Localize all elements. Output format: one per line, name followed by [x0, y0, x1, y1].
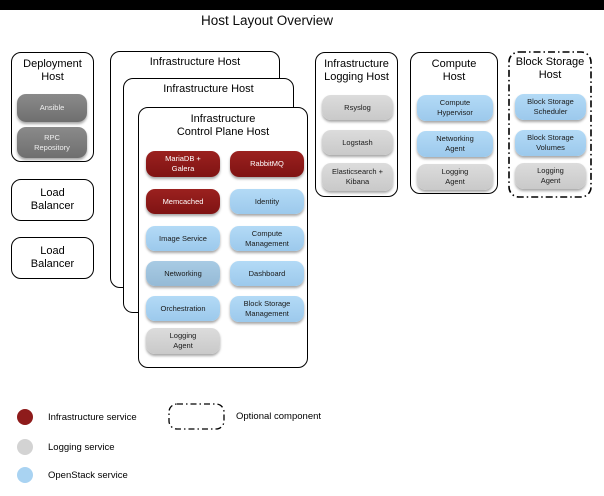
- service-rabbitmq: RabbitMQ: [230, 151, 304, 177]
- legend-label-infrastructure: Infrastructure service: [48, 412, 137, 423]
- load-balancer-title: Load Balancer: [30, 186, 75, 212]
- service-compute-management: Compute Management: [230, 226, 304, 251]
- service-dashboard: Dashboard: [230, 261, 304, 286]
- service-mariadb-galera: MariaDB + Galera: [146, 151, 220, 177]
- block-storage-host-box: Block Storage Host Block Storage Schedul…: [508, 51, 592, 198]
- legend-label-logging: Logging service: [48, 442, 115, 453]
- optional-component-swatch: [168, 403, 225, 430]
- block-storage-host-title: Block Storage Host: [515, 56, 585, 82]
- service-logging-agent-block-storage: Logging Agent: [515, 163, 586, 189]
- infrastructure-service-swatch: [17, 409, 33, 425]
- service-networking: Networking: [146, 261, 220, 286]
- service-logging-agent-control-plane: Logging Agent: [146, 328, 220, 354]
- compute-host-title: Compute Host: [431, 58, 477, 84]
- service-compute-hypervisor: Compute Hypervisor: [417, 95, 493, 121]
- load-balancer-box-2: Load Balancer: [11, 237, 94, 279]
- service-networking-agent: Networking Agent: [417, 131, 493, 157]
- compute-host-box: Compute Host Compute Hypervisor Networki…: [410, 52, 498, 194]
- infrastructure-host-title: Infrastructure Host: [149, 56, 241, 68]
- infrastructure-host-title: Infrastructure Host: [163, 83, 254, 95]
- service-block-storage-scheduler: Block Storage Scheduler: [515, 94, 586, 120]
- dash-dot-border: [508, 51, 592, 198]
- infrastructure-control-plane-host-box: Infrastructure Control Plane Host MariaD…: [138, 107, 308, 368]
- service-image-service: Image Service: [146, 226, 220, 251]
- load-balancer-box-1: Load Balancer: [11, 179, 94, 221]
- service-logging-agent-compute: Logging Agent: [417, 164, 493, 190]
- service-elasticsearch-kibana: Elasticsearch + Kibana: [322, 163, 393, 191]
- service-ansible: Ansible: [17, 94, 87, 122]
- service-logstash: Logstash: [322, 130, 393, 155]
- service-block-storage-management: Block Storage Management: [230, 296, 304, 322]
- logging-host-title: Infrastructure Logging Host: [324, 58, 389, 84]
- deployment-host-box: Deployment Host Ansible RPC Repository: [11, 52, 94, 162]
- load-balancer-title: Load Balancer: [30, 244, 75, 270]
- deployment-host-title: Deployment Host: [23, 58, 82, 84]
- service-orchestration: Orchestration: [146, 296, 220, 321]
- logging-service-swatch: [17, 439, 33, 455]
- service-block-storage-volumes: Block Storage Volumes: [515, 130, 586, 156]
- service-rpc-repository: RPC Repository: [17, 127, 87, 158]
- service-identity: Identity: [230, 189, 304, 214]
- control-plane-host-title: Infrastructure Control Plane Host: [176, 113, 270, 139]
- top-black-bar: [0, 0, 604, 10]
- service-rsyslog: Rsyslog: [322, 95, 393, 120]
- legend-label-optional: Optional component: [236, 411, 322, 422]
- page-title: Host Layout Overview: [200, 13, 334, 28]
- legend-label-openstack: OpenStack service: [48, 470, 128, 481]
- service-memcached: Memcached: [146, 189, 220, 214]
- openstack-service-swatch: [17, 467, 33, 483]
- infrastructure-logging-host-box: Infrastructure Logging Host Rsyslog Logs…: [315, 52, 398, 197]
